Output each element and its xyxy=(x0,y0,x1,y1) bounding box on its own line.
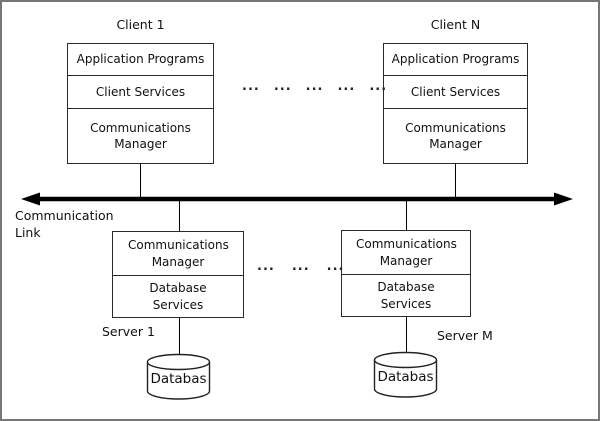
client-n-layer-client-services: Client Services xyxy=(384,75,527,108)
server-m-title: Server M xyxy=(437,328,493,343)
ellipsis-group: ... xyxy=(326,259,345,274)
server-m-layer-database-services: Database Services xyxy=(342,274,470,316)
database-2-label: Databas xyxy=(377,369,434,385)
ellipsis-group: ... xyxy=(291,259,310,274)
database-cylinder-icon xyxy=(373,351,438,398)
client-1-box: Application Programs Client Services Com… xyxy=(67,43,214,164)
database-1-label: Databas xyxy=(150,371,207,387)
ellipsis-group: ... xyxy=(273,79,292,94)
layer-label: Application Programs xyxy=(76,52,205,67)
layer-label: Database Services xyxy=(149,281,207,312)
server-1-box: Communications Manager Database Services xyxy=(112,231,244,318)
communication-link-label: Communication Link xyxy=(15,208,114,242)
server-m-uplink-line xyxy=(406,199,407,230)
layer-label: Database Services xyxy=(377,280,435,311)
layer-label: Client Services xyxy=(410,84,501,99)
communication-link-arrow xyxy=(21,192,573,206)
layer-label: Client Services xyxy=(95,84,186,99)
database-1-cylinder: Databas xyxy=(146,353,211,401)
communication-link-label-line2: Link xyxy=(15,224,41,240)
server-1-title: Server 1 xyxy=(102,324,155,339)
ellipsis-group: ... xyxy=(257,259,275,274)
layer-label: Communications Manager xyxy=(405,120,506,151)
client-1-layer-application-programs: Application Programs xyxy=(68,44,213,75)
server-m-box: Communications Manager Database Services xyxy=(341,230,471,317)
server-ellipsis: ... ... ... xyxy=(257,259,344,274)
layer-label: Communications Manager xyxy=(90,120,191,151)
client-n-layer-application-programs: Application Programs xyxy=(384,44,527,75)
server-1-database-line xyxy=(179,318,180,354)
server-1-uplink-line xyxy=(179,199,180,231)
server-m-database-line xyxy=(406,317,407,352)
client-1-layer-client-services: Client Services xyxy=(68,75,213,108)
ellipsis-group: ... xyxy=(369,79,388,94)
server-1-layer-communications-manager: Communications Manager xyxy=(113,232,243,275)
layer-label: Communications Manager xyxy=(128,238,229,269)
arrowhead-right-icon xyxy=(554,192,573,206)
client-ellipsis: ... ... ... ... ... xyxy=(242,79,387,94)
layer-label: Application Programs xyxy=(391,52,520,67)
communication-link-label-line1: Communication xyxy=(15,208,114,223)
arrowhead-left-icon xyxy=(21,192,40,206)
database-2-cylinder: Databas xyxy=(373,351,438,399)
client-n-connector-line xyxy=(455,164,456,198)
client-n-box: Application Programs Client Services Com… xyxy=(383,43,528,164)
server-m-layer-communications-manager: Communications Manager xyxy=(342,231,470,274)
client-n-layer-communications-manager: Communications Manager xyxy=(384,108,527,163)
client-n-title: Client N xyxy=(430,17,481,32)
ellipsis-group: ... xyxy=(337,79,356,94)
client-1-title: Client 1 xyxy=(116,17,165,32)
ellipsis-group: ... xyxy=(305,79,324,94)
database-cylinder-icon xyxy=(146,353,211,400)
client-1-connector-line xyxy=(140,164,141,198)
ellipsis-group: ... xyxy=(242,79,260,94)
server-1-layer-database-services: Database Services xyxy=(113,275,243,317)
client-1-layer-communications-manager: Communications Manager xyxy=(68,108,213,163)
layer-label: Communications Manager xyxy=(356,237,457,268)
